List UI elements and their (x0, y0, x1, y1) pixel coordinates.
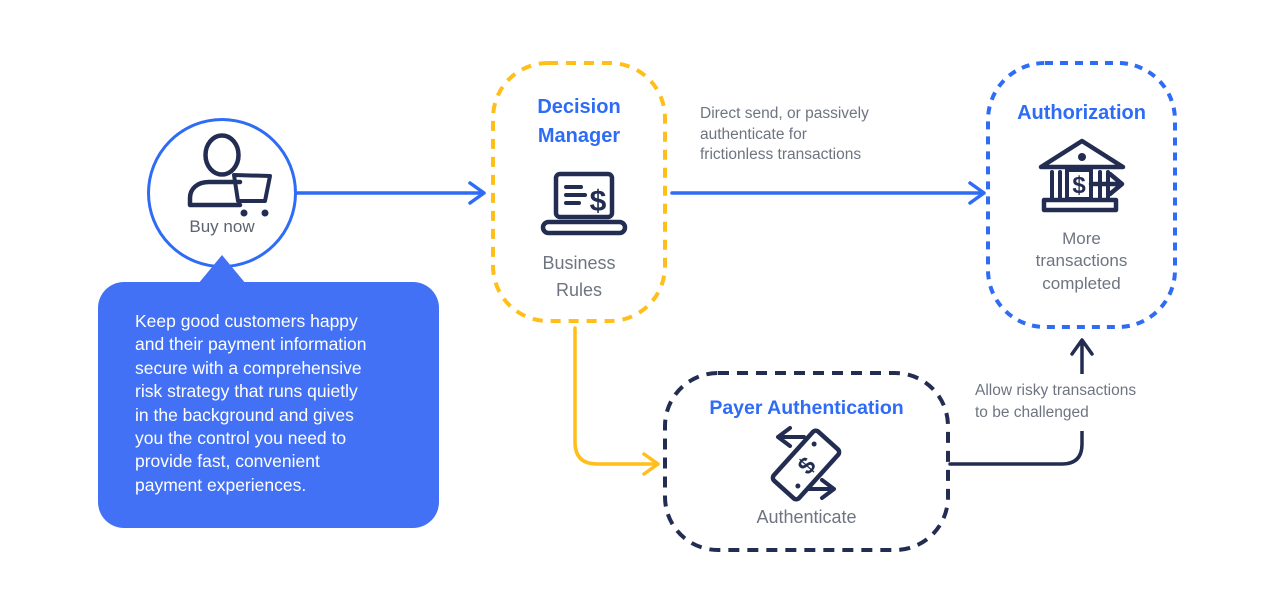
banknote-exchange-icon: $ (770, 426, 842, 502)
decision-manager-title: Decision Manager (493, 93, 665, 150)
bubble-line: in the background and gives (135, 404, 354, 425)
dollar-glyph: $ (1072, 172, 1086, 199)
decision-manager-box (491, 61, 667, 323)
authorization-subtitle-line: More (1062, 229, 1101, 248)
direct-send-label-line: Direct send, or passively (700, 105, 869, 122)
direct-send-label: Direct send, or passively authenticate f… (700, 104, 940, 166)
arrow-payer-authentication-to-authorization (948, 338, 1094, 466)
direct-send-label-line: authenticate for (700, 125, 807, 143)
allow-risky-label-line: Allow risky transactions (975, 382, 1137, 399)
decision-manager-subtitle: Business Rules (493, 250, 665, 304)
authorization-box (986, 61, 1177, 329)
bubble-line: Keep good customers happy (135, 311, 358, 331)
bubble-line: secure with a comprehensive (135, 357, 362, 378)
decision-manager-subtitle-line: Business (542, 253, 616, 273)
arrow-decision-manager-to-authorization (670, 181, 986, 205)
bubble-pointer (198, 255, 246, 284)
bubble-line: payment experiences. (135, 474, 307, 495)
bubble-line: provide fast, convenient (135, 451, 320, 472)
payer-authentication-box (663, 371, 950, 552)
authorization-title: Authorization (1017, 102, 1146, 124)
payer-authentication-subtitle: Authenticate (756, 507, 857, 527)
payer-authentication-title: Payer Authentication (709, 397, 904, 419)
label-backplate (1071, 374, 1093, 431)
decision-manager-title-line: Manager (537, 124, 621, 147)
buy-now-label: Buy now (189, 217, 255, 236)
arrow-buynow-to-decision-manager (295, 181, 486, 205)
bubble-line: risk strategy that runs quietly (135, 381, 358, 402)
shopper-cart-icon (187, 133, 272, 217)
bubble-line: you the control you need to (135, 428, 347, 449)
authorization-subtitle-line: transactions (1035, 251, 1128, 271)
buy-now-circle (147, 118, 297, 268)
arrow-decision-manager-to-payer-authentication (573, 326, 660, 476)
laptop-business-rules-icon: $ (540, 171, 628, 236)
bubble-line: and their payment information (135, 334, 367, 355)
bubble-text: Keep good customers happy and their paym… (135, 310, 425, 497)
decision-manager-title-line: Decision (537, 96, 621, 118)
bank-authorization-icon: $ (1038, 138, 1126, 213)
allow-risky-label-line: to be challenged (975, 403, 1089, 421)
dollar-glyph: $ (590, 185, 607, 218)
direct-send-label-line: frictionless transactions (700, 146, 862, 163)
authorization-subtitle-line: completed (1042, 273, 1121, 293)
authorization-subtitle: More transactions completed (988, 228, 1175, 295)
allow-risky-label: Allow risky transactions to be challenge… (975, 380, 1195, 423)
message-bubble: Keep good customers happy and their paym… (98, 282, 439, 528)
decision-manager-subtitle-line: Rules (555, 280, 603, 300)
